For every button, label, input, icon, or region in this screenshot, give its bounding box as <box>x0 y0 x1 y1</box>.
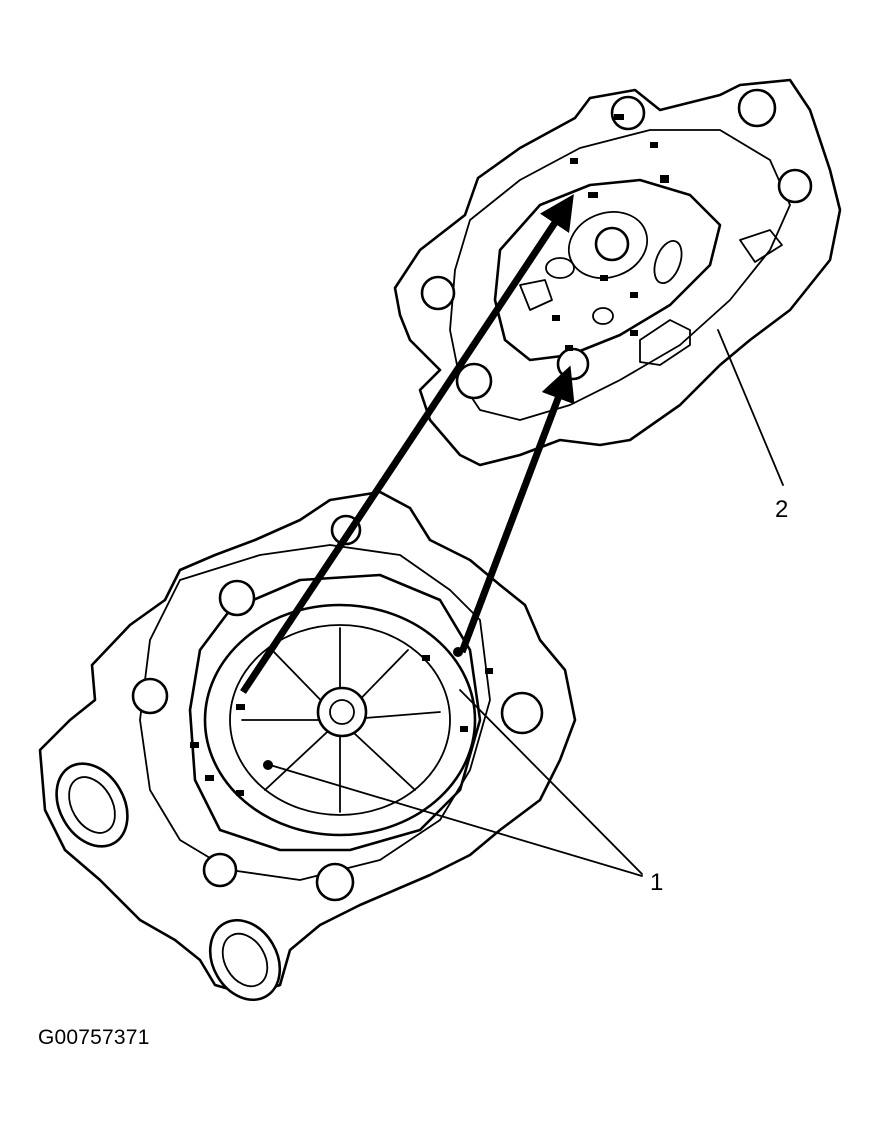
valve-plate <box>393 78 842 467</box>
figure-code: G00757371 <box>38 1026 150 1049</box>
callout-number-2: 2 <box>775 496 788 523</box>
callout-number-1: 1 <box>650 869 663 896</box>
callout-leaders <box>269 329 784 877</box>
pump-housing <box>38 490 577 1002</box>
alignment-arrow-left <box>240 194 574 694</box>
alignment-arrow-right <box>458 365 575 654</box>
alignment-arrows <box>240 194 575 694</box>
